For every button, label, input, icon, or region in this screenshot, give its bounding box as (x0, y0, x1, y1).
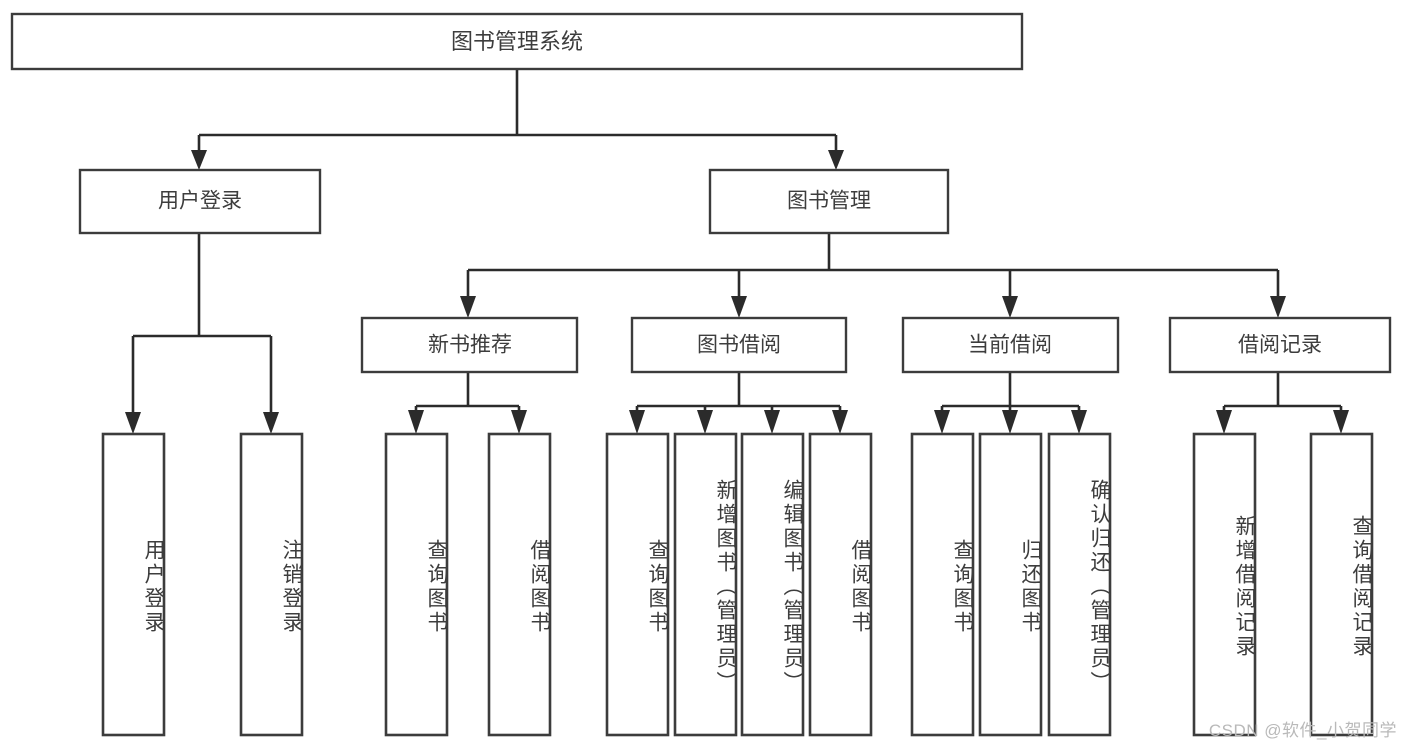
node-label-book-borrow: 图书借阅 (697, 334, 781, 357)
leaf-label-wrapper: 编辑图书（管理员） (781, 478, 804, 695)
node-label-root: 图书管理系统 (451, 29, 583, 54)
node-root-system[interactable]: 图书管理系统 (10, 12, 1024, 71)
arrowhead-cb-leaf-2 (1002, 410, 1018, 434)
leaf-label-nb-borrow-book: 借阅图书 (528, 538, 551, 635)
leaf-box-br-add-record[interactable] (1192, 432, 1257, 737)
arrowhead-nb-leaf-2 (511, 410, 527, 434)
leaf-label-wrapper: 查询借阅记录 (1350, 514, 1373, 659)
leaf-label-wrapper: 查询图书 (951, 538, 974, 635)
node-box-book-borrow[interactable] (630, 316, 848, 374)
leaf-label-bb-borrow-book: 借阅图书 (849, 538, 872, 635)
node-box-root[interactable] (10, 12, 1024, 71)
node-box-new-book-recommend[interactable] (360, 316, 579, 374)
leaf-label-user-login-logout: 注销登录 (280, 538, 303, 635)
node-box-current-borrow[interactable] (901, 316, 1120, 374)
leaf-label-wrapper: 归还图书 (1019, 538, 1042, 635)
leaf-label-wrapper: 新增图书（管理员） (714, 478, 737, 695)
leaf-box-cb-query-book[interactable] (910, 432, 975, 737)
node-book-borrow[interactable]: 图书借阅 (630, 316, 848, 374)
arrowhead-br-leaf-2 (1333, 410, 1349, 434)
connector-layer (125, 69, 1349, 434)
node-book-management[interactable]: 图书管理 (708, 168, 950, 235)
node-label-new-book-recommend: 新书推荐 (428, 334, 512, 357)
arrowhead-leaf-user-login (125, 412, 141, 434)
leaf-label-wrapper: 借阅图书 (528, 538, 551, 635)
leaf-box-cb-confirm-return[interactable] (1047, 432, 1112, 737)
arrowhead-user-login (191, 150, 207, 170)
leaf-label-wrapper: 确认归还（管理员） (1088, 478, 1111, 695)
leaf-node[interactable]: 注销登录 (239, 432, 304, 737)
arrowhead-br-leaf-1 (1216, 410, 1232, 434)
arrowhead-bb-leaf-4 (832, 410, 848, 434)
leaf-node[interactable]: 新增借阅记录 (1192, 432, 1257, 737)
leaf-node[interactable]: 借阅图书 (487, 432, 552, 737)
leaf-label-user-login-login: 用户登录 (142, 538, 165, 635)
leaf-node[interactable]: 查询借阅记录 (1309, 432, 1374, 737)
leaf-box-nb-query-book[interactable] (384, 432, 449, 737)
arrowhead-leaf-logout (263, 412, 279, 434)
leaf-node[interactable]: 借阅图书 (808, 432, 873, 737)
arrowhead-cb-leaf-1 (934, 410, 950, 434)
arrowhead-nb-leaf-1 (408, 410, 424, 434)
node-user-login[interactable]: 用户登录 (78, 168, 322, 235)
leaf-box-bb-borrow-book[interactable] (808, 432, 873, 737)
arrowhead-bb-leaf-1 (629, 410, 645, 434)
leaf-box-cb-return-book[interactable] (978, 432, 1043, 737)
node-current-borrow[interactable]: 当前借阅 (901, 316, 1120, 374)
leaf-node[interactable]: 确认归还（管理员） (1047, 432, 1112, 737)
leaf-label-wrapper: 借阅图书 (849, 538, 872, 635)
node-label-borrow-record: 借阅记录 (1238, 334, 1322, 357)
node-box-borrow-record[interactable] (1168, 316, 1392, 374)
node-new-book-recommend[interactable]: 新书推荐 (360, 316, 579, 374)
leaf-label-br-query-record: 查询借阅记录 (1350, 514, 1373, 659)
leaf-box-bb-add-book[interactable] (673, 432, 738, 737)
leaf-node[interactable]: 查询图书 (605, 432, 670, 737)
leaf-node[interactable]: 查询图书 (384, 432, 449, 737)
leaf-node[interactable]: 归还图书 (978, 432, 1043, 737)
leaf-label-wrapper: 新增借阅记录 (1233, 514, 1256, 659)
leaf-node[interactable]: 新增图书（管理员） (673, 432, 738, 737)
leaf-label-wrapper: 查询图书 (425, 538, 448, 635)
leaf-box-bb-query-book[interactable] (605, 432, 670, 737)
arrowhead-bb-leaf-3 (764, 410, 780, 434)
node-label-book-management: 图书管理 (787, 190, 871, 213)
arrowhead-borrow-record (1270, 296, 1286, 318)
leaf-node[interactable]: 查询图书 (910, 432, 975, 737)
arrowhead-current-borrow (1002, 296, 1018, 318)
leaf-label-cb-query-book: 查询图书 (951, 538, 974, 635)
leaf-label-wrapper: 查询图书 (646, 538, 669, 635)
arrowhead-new-book (460, 296, 476, 318)
arrowhead-book-mgmt (828, 150, 844, 170)
leaf-box-nb-borrow-book[interactable] (487, 432, 552, 737)
node-box-user-login[interactable] (78, 168, 322, 235)
leaf-node[interactable]: 编辑图书（管理员） (740, 432, 805, 737)
leaf-label-cb-confirm-return: 确认归还（管理员） (1088, 478, 1111, 695)
leaf-label-bb-edit-book: 编辑图书（管理员） (781, 478, 804, 695)
leaf-label-wrapper: 注销登录 (280, 538, 303, 635)
node-label-current-borrow: 当前借阅 (968, 334, 1052, 357)
leaf-label-wrapper: 用户登录 (142, 538, 165, 635)
leaf-box-br-query-record[interactable] (1309, 432, 1374, 737)
leaf-node[interactable]: 用户登录 (101, 432, 166, 737)
node-label-user-login: 用户登录 (158, 190, 242, 213)
node-borrow-record[interactable]: 借阅记录 (1168, 316, 1392, 374)
arrowhead-bb-leaf-2 (697, 410, 713, 434)
arrowhead-book-borrow (731, 296, 747, 318)
arrowhead-cb-leaf-3 (1071, 410, 1087, 434)
leaf-label-br-add-record: 新增借阅记录 (1233, 514, 1256, 659)
leaf-box-user-login-login[interactable] (101, 432, 166, 737)
leaf-label-bb-add-book: 新增图书（管理员） (714, 478, 737, 695)
leaf-box-bb-edit-book[interactable] (740, 432, 805, 737)
leaf-label-nb-query-book: 查询图书 (425, 538, 448, 635)
leaf-box-user-login-logout[interactable] (239, 432, 304, 737)
node-box-book-management[interactable] (708, 168, 950, 235)
leaf-label-bb-query-book: 查询图书 (646, 538, 669, 635)
leaf-label-cb-return-book: 归还图书 (1019, 538, 1042, 635)
